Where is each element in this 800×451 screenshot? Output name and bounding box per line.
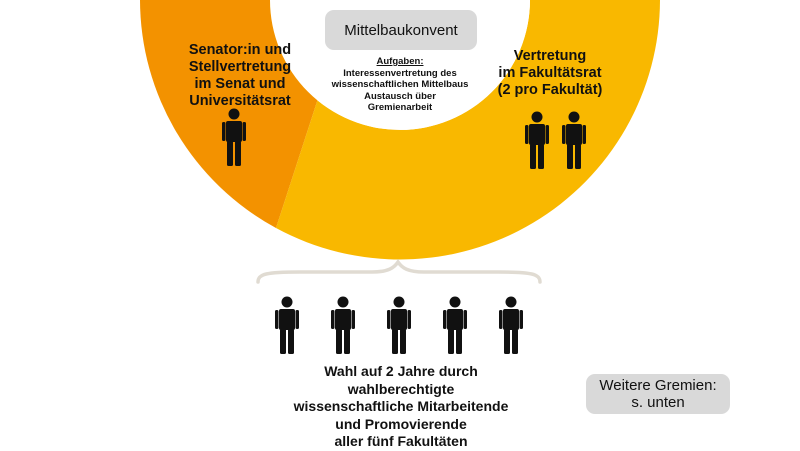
person-icon	[525, 111, 549, 169]
faculty-line: (2 pro Fakultät)	[497, 82, 603, 98]
person-icon	[331, 296, 355, 354]
person-icon	[499, 296, 523, 354]
election-text: Wahl auf 2 Jahre durch wahlberechtigte w…	[270, 363, 532, 451]
senate-line: im Senat und	[194, 76, 286, 92]
person-icon	[275, 296, 299, 354]
other-bodies-line: Weitere Gremien:	[599, 377, 717, 394]
other-bodies-box: Weitere Gremien: s. unten	[586, 374, 730, 414]
election-line: Wahl auf 2 Jahre durch	[324, 363, 478, 379]
tasks-line: Interessenvertretung des	[343, 67, 457, 79]
senate-line: Senator:in und	[188, 42, 292, 58]
faculty-line: Vertretung	[513, 48, 587, 64]
person-icon	[562, 111, 586, 169]
person-icon	[387, 296, 411, 354]
tasks-text: Aufgaben: Interessenvertretung des wisse…	[320, 56, 480, 114]
election-line: wahlberechtigte	[347, 380, 455, 397]
right-sector	[270, 0, 660, 260]
curly-brace	[256, 258, 542, 284]
election-line: wissenschaftliche Mitarbeitende	[293, 398, 509, 414]
faculty-line: im Fakultätsrat	[498, 65, 602, 81]
tasks-line: Austausch über	[364, 90, 436, 102]
mittelbaukonvent-label: Mittelbaukonvent	[344, 21, 458, 39]
mittelbaukonvent-box: Mittelbaukonvent	[325, 10, 477, 50]
senate-group-label: Senator:in und Stellvertretung im Senat …	[170, 42, 310, 110]
person-icon	[222, 108, 246, 166]
senate-line: Stellvertretung	[188, 59, 292, 75]
other-bodies-line: s. unten	[631, 394, 685, 411]
election-line: aller fünf Fakultäten	[334, 433, 468, 449]
election-line: und Promovierende	[335, 415, 467, 432]
tasks-line: Gremienarbeit	[367, 102, 433, 113]
tasks-heading: Aufgaben:	[376, 56, 424, 67]
tasks-line: wissenschaftlichen Mittelbaus	[331, 79, 469, 90]
person-icon	[443, 296, 467, 354]
senate-line: Universitätsrat	[189, 93, 291, 109]
faculty-group-label: Vertretung im Fakultätsrat (2 pro Fakult…	[480, 48, 620, 99]
